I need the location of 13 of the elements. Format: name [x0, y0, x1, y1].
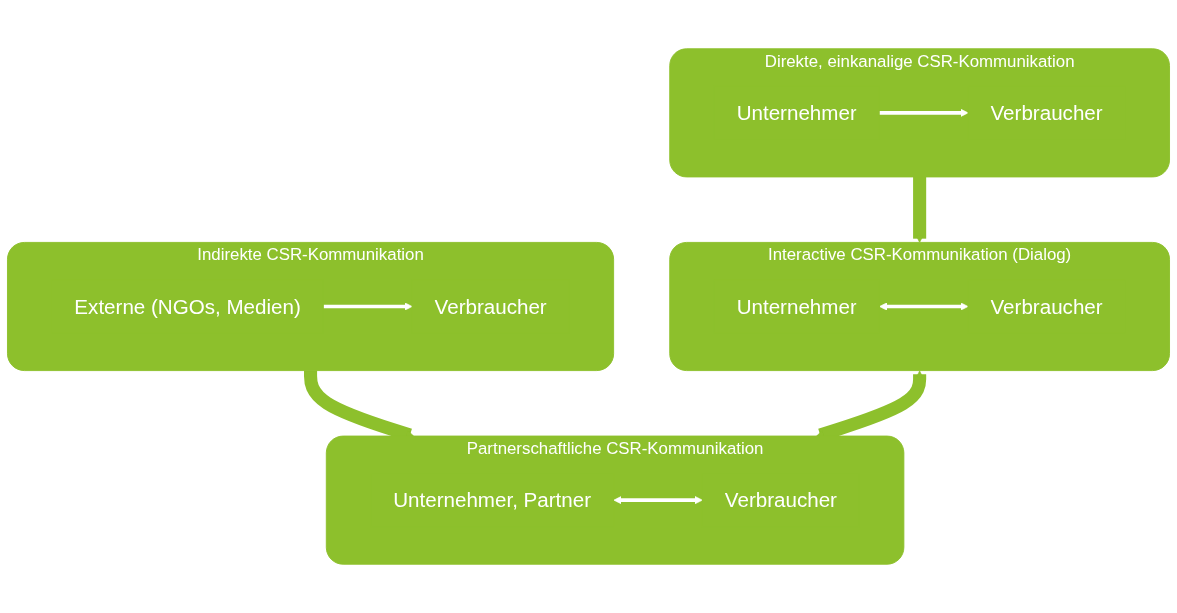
node-text: Verbraucher: [434, 294, 547, 319]
node-text: Unternehmer: [736, 101, 857, 125]
node-text: Unternehmer, Partner: [393, 488, 592, 512]
arrow: [879, 302, 969, 311]
node-text: Verbraucher: [724, 488, 837, 512]
node-text: Unternehmer: [736, 294, 857, 319]
arrow: [613, 496, 703, 505]
arrow: [879, 108, 969, 117]
node-text: Verbraucher: [990, 101, 1103, 125]
arrow: [323, 302, 413, 311]
arrow: [913, 175, 927, 243]
node-text: Verbraucher: [990, 294, 1103, 319]
node-text: Externe (NGOs, Medien): [74, 294, 301, 319]
